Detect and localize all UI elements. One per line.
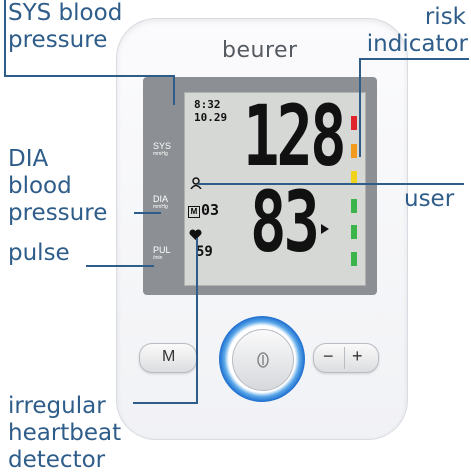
start-stop-button[interactable] (232, 329, 294, 391)
annotation-risk: risk (424, 4, 466, 30)
sys-leader-vertical (4, 0, 6, 76)
irregular-leader-vertical (196, 238, 198, 403)
minus-plus-button[interactable]: − + (313, 343, 379, 373)
button-divider (344, 347, 345, 369)
annotation-user: user (404, 186, 455, 212)
user-leader (198, 183, 464, 185)
diastolic-value: 83 (250, 173, 320, 271)
lcd-display (184, 92, 366, 286)
user-icon (190, 177, 202, 189)
minus-button[interactable]: − (323, 346, 334, 366)
pul-label: PUL /min (153, 245, 171, 261)
time-readout: 8:32 (194, 98, 221, 111)
power-icon (257, 352, 269, 368)
sys-leader-horizontal (4, 75, 174, 77)
risk-leader-vertical (359, 60, 361, 157)
brand-logo: beurer (222, 38, 298, 63)
dia-leader (134, 212, 161, 214)
annotation-sys: SYS blood pressure (8, 0, 123, 53)
pointer-arrow-icon (321, 224, 329, 234)
date-readout: 10.29 (194, 111, 228, 124)
annotation-pulse: pulse (8, 240, 70, 266)
dia-label: DIA mmHg (153, 194, 169, 210)
annotation-risk-2: indicator (366, 31, 468, 57)
annotation-irregular: irregular heartbeat detector (8, 393, 122, 473)
sys-label: SYS mmHg (153, 141, 172, 157)
sys-leader-down (173, 75, 175, 105)
memory-number: 03 (201, 201, 220, 219)
heart-icon (189, 229, 202, 240)
annotation-dia: DIA blood pressure (8, 146, 108, 226)
risk-bar-green-3 (351, 252, 357, 266)
pulse-leader (86, 265, 154, 267)
memory-button[interactable]: M (139, 343, 197, 373)
risk-bar-green-2 (351, 225, 357, 239)
risk-bar-red (351, 116, 357, 130)
systolic-value: 128 (243, 87, 346, 185)
memory-button-label: M (162, 348, 176, 365)
memory-indicator: M (188, 206, 200, 218)
irregular-leader-horizontal (133, 402, 198, 404)
risk-bar-green-1 (351, 199, 357, 213)
plus-button[interactable]: + (352, 346, 363, 366)
risk-leader-horizontal (359, 58, 469, 60)
risk-bar-orange (351, 144, 357, 158)
risk-bar-yellow (351, 171, 357, 185)
pulse-value: 59 (196, 244, 213, 260)
